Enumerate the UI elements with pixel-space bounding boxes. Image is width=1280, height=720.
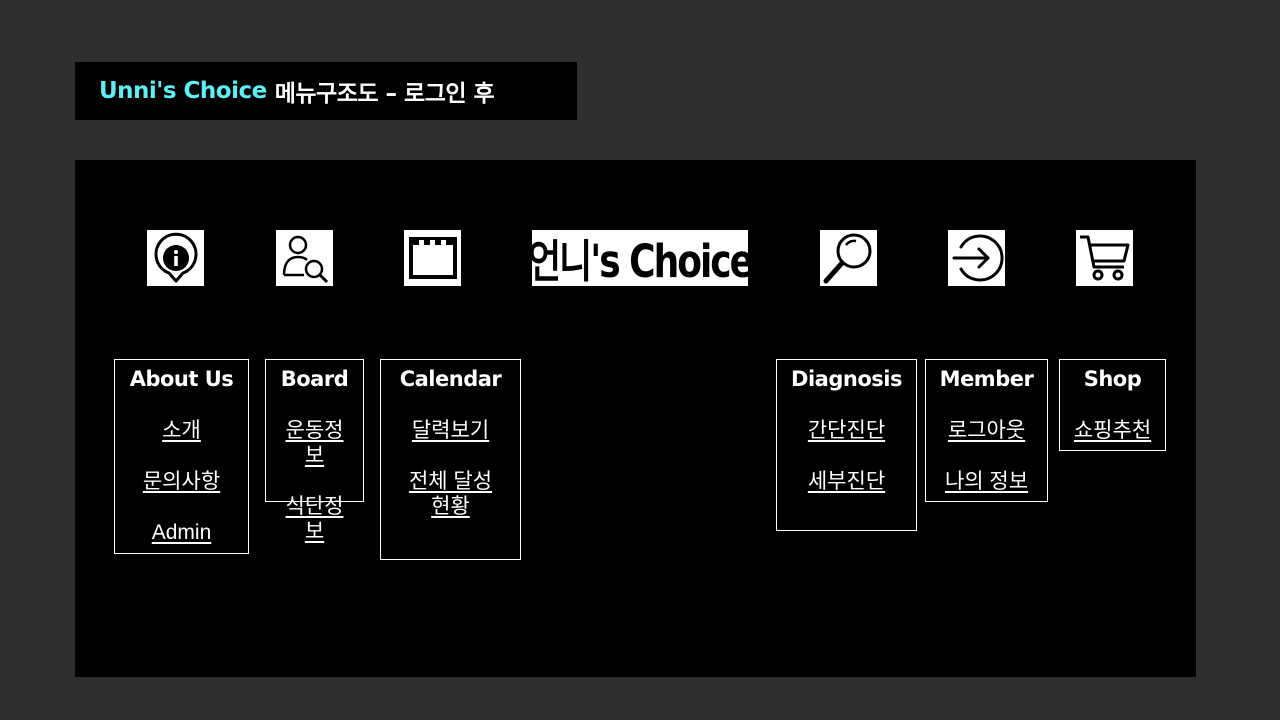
link-simple-diagnosis[interactable]: 간단진단 <box>807 419 886 442</box>
menu-diagnosis: Diagnosis 간단진단 세부진단 <box>776 359 917 531</box>
link-overall-achievement[interactable]: 전체 달성현황 <box>408 470 493 518</box>
menu-title-board: Board <box>280 367 349 391</box>
user-search-icon[interactable] <box>276 230 333 286</box>
menu-title-member: Member <box>939 367 1034 391</box>
menu-calendar: Calendar 달력보기 전체 달성현황 <box>380 359 521 560</box>
link-calendar-view[interactable]: 달력보기 <box>411 419 490 442</box>
calendar-icon[interactable] <box>404 230 461 286</box>
info-pin-icon[interactable] <box>147 230 204 286</box>
link-logout[interactable]: 로그아웃 <box>947 419 1026 442</box>
link-intro[interactable]: 소개 <box>162 419 201 442</box>
cart-icon[interactable] <box>1076 230 1133 286</box>
menu-title-about-us: About Us <box>129 367 234 391</box>
menu-member: Member 로그아웃 나의 정보 <box>925 359 1048 502</box>
link-detailed-diagnosis[interactable]: 세부진단 <box>807 470 886 493</box>
logout-arrow-icon[interactable] <box>948 230 1005 286</box>
link-inquiry[interactable]: 문의사항 <box>142 470 221 493</box>
title-brand: Unni's Choice <box>99 78 267 104</box>
link-exercise-info[interactable]: 운동정보 <box>285 419 344 467</box>
menu-title-calendar: Calendar <box>399 367 502 391</box>
menu-title-shop: Shop <box>1083 367 1142 391</box>
link-diet-info[interactable]: 식단정보 <box>285 495 344 543</box>
title-text: 메뉴구조도 – 로그인 후 <box>274 81 495 107</box>
menu-shop: Shop 쇼핑추천 <box>1059 359 1166 451</box>
link-my-info[interactable]: 나의 정보 <box>944 470 1029 493</box>
menu-title-diagnosis: Diagnosis <box>791 367 902 391</box>
diagram-title: Unni's Choice 메뉴구조도 – 로그인 후 <box>75 62 577 120</box>
menu-structure-panel: 언니's Choice About Us 소개 문의사항 Admi <box>75 160 1196 677</box>
menu-board: Board 운동정보 식단정보 <box>265 359 364 543</box>
magnifier-icon[interactable] <box>820 230 877 286</box>
link-admin[interactable]: Admin <box>151 521 212 544</box>
logo-text: 언니's Choice <box>532 236 748 286</box>
brand-logo[interactable]: 언니's Choice <box>532 230 748 286</box>
menu-about-us: About Us 소개 문의사항 Admin <box>114 359 249 554</box>
link-shopping-recommend[interactable]: 쇼핑추천 <box>1073 419 1152 442</box>
